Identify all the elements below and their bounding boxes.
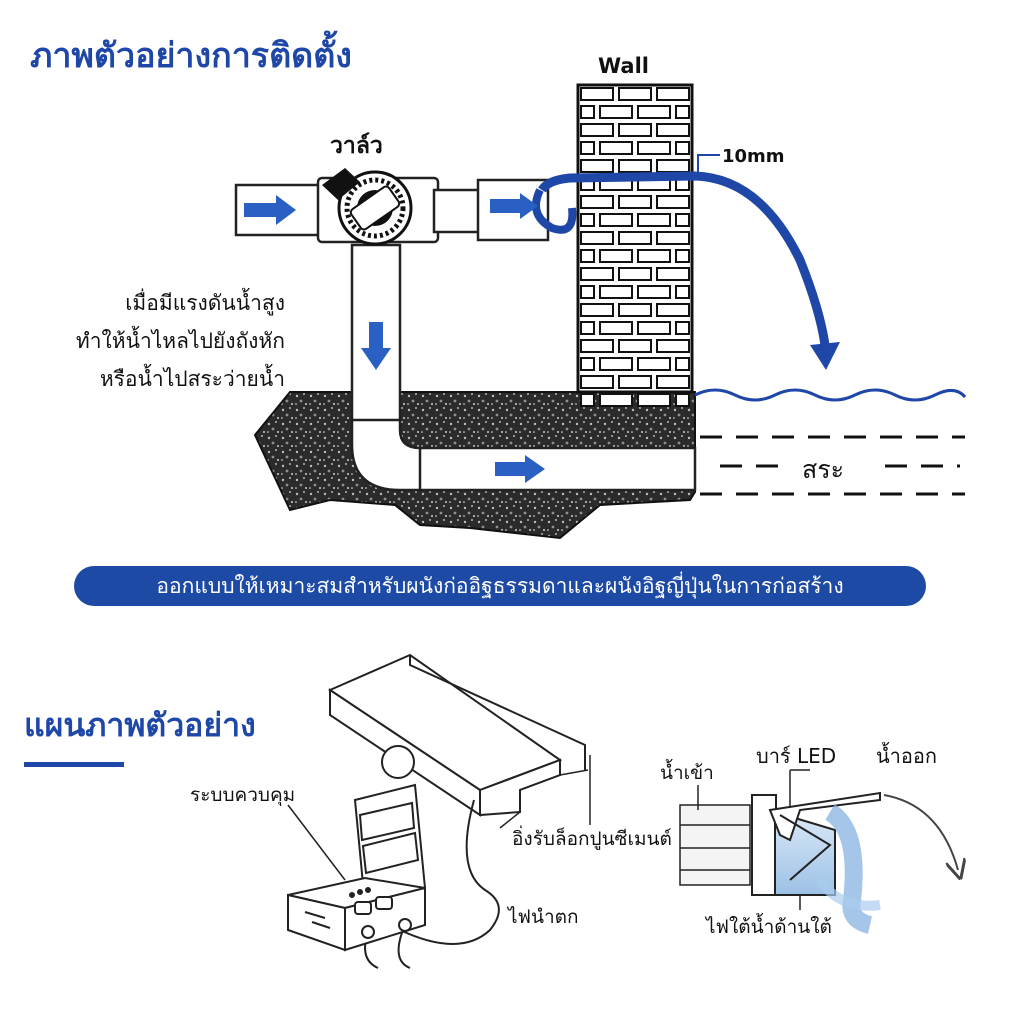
wall-brick <box>656 267 690 281</box>
wall-brick <box>599 141 633 155</box>
installed-section <box>679 769 958 934</box>
wall-brick <box>618 267 652 281</box>
wall-brick <box>580 231 614 245</box>
wall-brick <box>580 195 614 209</box>
water-out-label: น้ำออก <box>876 744 938 768</box>
wall-label: Wall <box>598 54 649 78</box>
wall-brick <box>637 357 671 371</box>
wall-brick <box>580 321 595 335</box>
gap-label: 10mm <box>722 146 785 167</box>
wall-brick <box>580 357 595 371</box>
wall-brick <box>637 105 671 119</box>
control-box <box>287 783 427 952</box>
wall-brick <box>675 213 690 227</box>
wall-brick <box>656 303 690 317</box>
wall-brick <box>656 87 690 101</box>
control-box-label: ระบบควบคุม <box>190 784 296 806</box>
wall-brick <box>637 393 671 407</box>
brick-wall <box>576 83 694 407</box>
wall-brick <box>618 195 652 209</box>
wall-brick <box>580 105 595 119</box>
wall-brick <box>656 159 690 173</box>
wall-brick <box>618 87 652 101</box>
wall-brick <box>599 321 633 335</box>
bracket-leader <box>499 811 521 829</box>
wall-brick <box>656 339 690 353</box>
title-underline <box>24 762 124 767</box>
wall-brick <box>580 213 595 227</box>
wall-brick <box>656 231 690 245</box>
wall-brick <box>656 195 690 209</box>
water-in-label: น้ำเข้า <box>660 762 714 784</box>
valve <box>322 168 413 246</box>
wall-brick <box>618 375 652 389</box>
side-note-line: หรือน้ำไปสระว่ายน้ำ <box>99 367 285 391</box>
wall-brick <box>637 321 671 335</box>
wall-brick <box>675 321 690 335</box>
wall-brick <box>599 285 633 299</box>
wall-brick <box>675 141 690 155</box>
power-cable-label: ไฟนำตก <box>508 906 579 928</box>
waterfall-outlet-hose <box>532 171 840 370</box>
wall-brick <box>580 159 614 173</box>
wall-brick <box>599 213 633 227</box>
wall-brick <box>580 87 614 101</box>
wall-brick <box>675 249 690 263</box>
wall-brick <box>580 249 595 263</box>
valve-label: วาล์ว <box>330 133 383 159</box>
led-bar-label: บาร์ LED <box>756 744 837 768</box>
wall-brick <box>618 231 652 245</box>
side-note-line: ทำให้น้ำไหลไปยังถังหัก <box>75 329 285 353</box>
wall-brick <box>656 375 690 389</box>
wall-brick <box>637 285 671 299</box>
wall-brick <box>618 303 652 317</box>
side-note-line: เมื่อมีแรงดันน้ำสูง <box>125 291 285 315</box>
design-banner: ออกแบบให้เหมาะสมสำหรับผนังก่ออิฐธรรมดาแล… <box>74 566 926 606</box>
pool-water <box>694 388 967 496</box>
wall-brick <box>580 141 595 155</box>
wall-brick <box>675 105 690 119</box>
waterfall-device <box>327 653 591 825</box>
wall-brick <box>599 393 633 407</box>
wall-brick <box>618 339 652 353</box>
wall-brick <box>580 123 614 137</box>
wall-brick <box>580 339 614 353</box>
wall-brick <box>675 285 690 299</box>
wall-brick <box>580 393 595 407</box>
wall-brick <box>675 357 690 371</box>
wall-brick <box>637 249 671 263</box>
wall-brick <box>618 159 652 173</box>
wall-brick <box>580 267 614 281</box>
top-title: ภาพตัวอย่างการติดตั้ง <box>30 36 352 76</box>
wall-brick <box>656 123 690 137</box>
side-note: เมื่อมีแรงดันน้ำสูง ทำให้น้ำไหลไปยังถังห… <box>30 284 285 398</box>
underwater-light-label: ไฟใต้น้ำด้านใต้ <box>706 916 832 938</box>
wall-brick <box>637 141 671 155</box>
bracket-label: อิ่งรับล็อกปูนซีเมนต์ <box>512 828 672 850</box>
control-box-leader <box>287 804 346 881</box>
wall-brick <box>599 249 633 263</box>
gap-indicator <box>697 154 720 172</box>
flow-arrows <box>244 193 545 483</box>
wall-brick <box>618 123 652 137</box>
wall-brick <box>599 357 633 371</box>
pool-label: สระ <box>802 455 845 484</box>
wall-brick <box>580 285 595 299</box>
bottom-title: แผนภาพตัวอย่าง <box>24 706 256 744</box>
wall-brick <box>675 393 690 407</box>
wall-brick <box>637 213 671 227</box>
wall-brick <box>599 105 633 119</box>
wall-brick <box>580 303 614 317</box>
wall-brick <box>580 375 614 389</box>
